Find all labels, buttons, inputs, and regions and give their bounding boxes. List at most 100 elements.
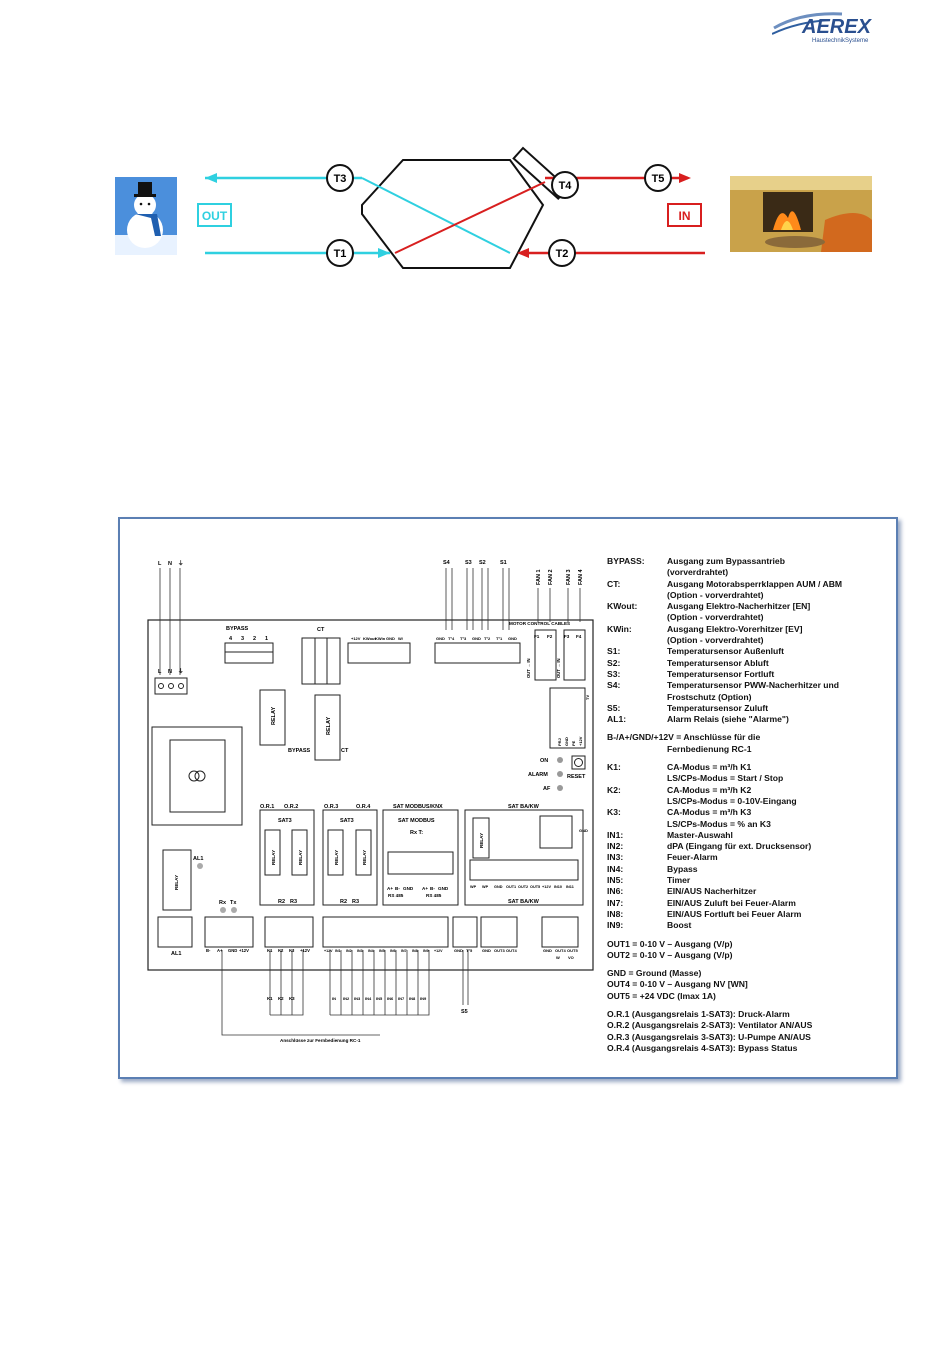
legend-row: IN6:EIN/AUS Nacherhitzer: [607, 886, 889, 897]
external-switches: [221, 950, 469, 1036]
status-leds: ON ALARM AF: [528, 755, 586, 792]
schematic-label: Tx: [230, 900, 237, 906]
legend-key: KWout:: [607, 601, 638, 612]
sensor-t3: T3: [326, 164, 354, 192]
schematic-label: RELAY: [271, 850, 276, 865]
legend-row: IN4:Bypass: [607, 864, 889, 875]
legend-row: (Option - vorverdrahtet): [607, 612, 889, 623]
schematic-label: IN2: [346, 949, 352, 953]
schematic-label: S5: [461, 1009, 468, 1015]
schematic-label: IN10: [554, 885, 562, 889]
legend-row: LS/CPs-Modus = 0-10V-Eingang: [607, 796, 889, 807]
legend: BYPASS:Ausgang zum Bypassantrieb (vorver…: [607, 556, 889, 1054]
schematic-label: WP: [482, 885, 489, 889]
legend-row: AL1: Alarm Relais (siehe "Alarme"): [607, 714, 889, 725]
legend-row: LS/CPs-Modus = % an K3: [607, 819, 889, 830]
schematic-label: T°3: [460, 636, 467, 641]
schematic-label: K1: [267, 996, 273, 1001]
in-label: IN: [679, 209, 691, 223]
legend-key: S2:: [607, 657, 621, 668]
schematic-label: A+: [387, 886, 393, 891]
schematic-label: GND: [508, 636, 517, 641]
legend-gnd-line: GND = Ground (Masse): [607, 968, 702, 979]
legend-key: IN5:: [607, 875, 624, 886]
schematic-label: OUT4: [555, 948, 566, 953]
schematic-label: OUT → IN: [526, 658, 531, 678]
sensor-inputs: S4 S3 S2 S1 GND T°4 T°3 GND T°2 T°1 GND: [434, 560, 521, 664]
rc1-note: Anschlüsse zur Fernbedienung RC-1: [280, 1038, 361, 1043]
schematic-label: IN6: [390, 949, 396, 953]
legend-or-line: O.R.3 (Ausgangsrelais 3-SAT3): U-Pumpe A…: [607, 1031, 811, 1042]
ct-terminal: CT: [301, 627, 341, 685]
schematic-label: O.R.4: [356, 804, 371, 810]
legend-or-line: O.R.4 (Ausgangsrelais 4-SAT3): Bypass St…: [607, 1042, 798, 1053]
schematic-label: F4: [576, 634, 582, 639]
schematic-label: K3: [289, 996, 295, 1001]
legend-key: [607, 796, 667, 807]
schematic-label: OUT1: [506, 885, 516, 889]
schematic-label: SAT MODBUS/KNX: [393, 804, 443, 810]
schematic-label: GND: [454, 948, 463, 953]
schematic-label: RELAY: [479, 833, 484, 848]
schematic-label: VO: [568, 955, 574, 960]
schematic-label: GND: [438, 886, 449, 891]
schematic-label: B-: [430, 886, 435, 891]
schematic-label: IN1: [335, 949, 341, 953]
schematic-label: RELAY: [174, 875, 179, 890]
legend-out-line: OUT1 = 0-10 V – Ausgang (V/p): [607, 938, 733, 949]
mains-input: [159, 568, 181, 675]
legend-value: Alarm Relais (siehe "Alarme"): [667, 714, 789, 725]
schematic-label: SAT3: [340, 818, 354, 824]
sensor-t5: T5: [644, 164, 672, 192]
schematic-label: PE: [571, 740, 576, 746]
legend-key: IN4:: [607, 863, 624, 874]
legend-key: K2:: [607, 784, 621, 795]
schematic-label: R2: [278, 899, 285, 905]
legend-key: [607, 612, 667, 623]
schematic-label: IN9: [423, 949, 429, 953]
schematic-label: IN3: [354, 996, 361, 1001]
fireplace-image: [730, 176, 872, 252]
schematic-label: R3: [352, 899, 359, 905]
schematic-label: T°1: [496, 636, 503, 641]
schematic-label: F1: [534, 634, 540, 639]
schematic-label: IN8: [412, 949, 418, 953]
schematic-label: IN4: [368, 949, 374, 953]
logo-brand: AEREX: [801, 16, 873, 38]
schematic-label: W: [556, 955, 560, 960]
schematic-label: SAT3: [278, 818, 292, 824]
schematic-label: T4: [559, 180, 573, 192]
kw-terminal: +12V KWout KWin GND W/: [347, 636, 411, 664]
schematic-label: TV: [585, 695, 590, 700]
legend-row: IN7:EIN/AUS Zuluft bei Feuer-Alarm: [607, 898, 889, 909]
schematic-label: OUT → IN: [556, 658, 561, 678]
schematic-label: GND: [472, 636, 481, 641]
schematic-label: BYPASS: [226, 626, 249, 632]
legend-key: [607, 567, 667, 578]
legend-row: IN2:dPA (Eingang für ext. Drucksensor): [607, 841, 889, 852]
legend-key: AL1:: [607, 714, 627, 725]
schematic-label: IN2: [343, 996, 350, 1001]
schematic-label: L: [158, 561, 162, 567]
schematic-label: IN3: [357, 949, 363, 953]
schematic-label: GND: [579, 828, 588, 833]
legend-value: Boost: [667, 920, 692, 931]
schematic-label: AF: [543, 786, 551, 792]
legend-value: CA-Modus = m³/h K1: [667, 762, 752, 773]
legend-value: LS/CPs-Modus = Start / Stop: [667, 773, 784, 784]
schematic-label: O.R.3: [324, 804, 338, 810]
legend-key: IN1:: [607, 829, 624, 840]
schematic-label: S2: [479, 560, 486, 566]
legend-value: Temperatursensor PWW-Nacherhitzer und: [667, 680, 840, 691]
schematic-label: R2: [340, 899, 347, 905]
schematic-label: T5: [652, 173, 665, 185]
legend-value: Master-Auswahl: [667, 829, 733, 840]
schematic-label: W/: [398, 636, 404, 641]
legend-row: (Option - vorverdrahtet): [607, 635, 889, 646]
schematic-label: A+: [217, 948, 223, 953]
legend-value: Feuer-Alarm: [667, 852, 718, 863]
schematic-label: SAT MODBUS: [398, 818, 435, 824]
sensor-t1: T1: [326, 239, 354, 267]
schematic-label: T°5: [466, 948, 473, 953]
legend-value: Ausgang Elektro-Nacherhitzer [EN]: [667, 601, 811, 612]
